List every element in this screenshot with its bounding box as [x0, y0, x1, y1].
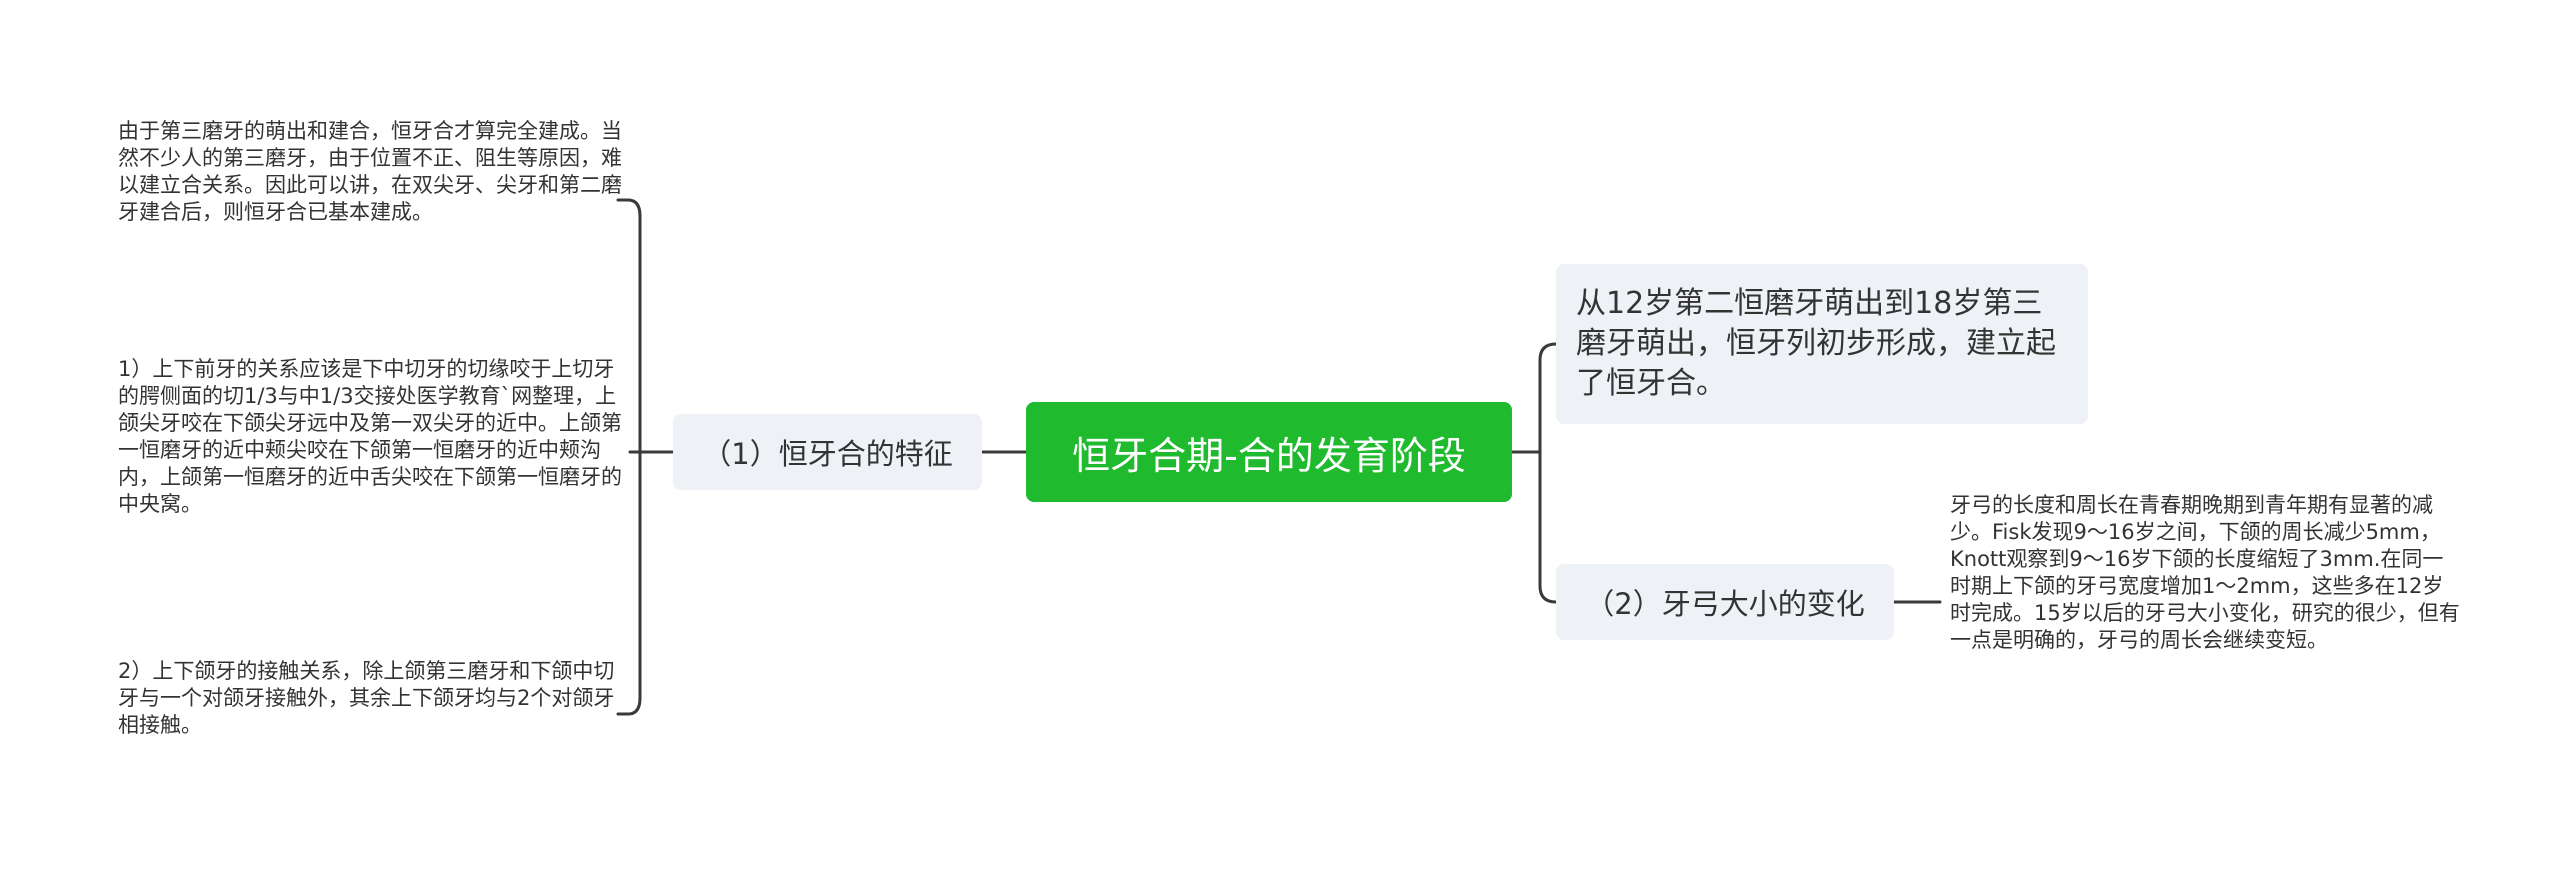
topic-permanent-dentition-formation[interactable]: 从12岁第二恒磨牙萌出到18岁第三磨牙萌出，恒牙列初步形成，建立起了恒牙合。 [1556, 264, 2088, 424]
topic-dental-arch-size-change[interactable]: （2）牙弓大小的变化 [1556, 564, 1894, 640]
root-topic[interactable]: 恒牙合期-合的发育阶段 [1026, 402, 1512, 502]
leaf-teeth-contact-relation[interactable]: 2）上下颌牙的接触关系，除上颌第三磨牙和下颌中切牙与一个对颌牙接触外，其余上下颌… [118, 659, 615, 737]
bracket-right [1538, 342, 1558, 604]
leaf-arch-size-detail[interactable]: 牙弓的长度和周长在青春期晚期到青年期有显著的减少。Fisk发现9～16岁之间，下… [1950, 493, 2460, 652]
bracket-left [616, 198, 642, 716]
leaf-third-molar-occlusion[interactable]: 由于第三磨牙的萌出和建合，恒牙合才算完全建成。当然不少人的第三磨牙，由于位置不正… [118, 119, 622, 224]
topic-permanent-occlusion-features[interactable]: （1）恒牙合的特征 [673, 414, 982, 490]
leaf-anterior-teeth-relation[interactable]: 1）上下前牙的关系应该是下中切牙的切缘咬于上切牙的腭侧面的切1/3与中1/3交接… [118, 357, 622, 516]
